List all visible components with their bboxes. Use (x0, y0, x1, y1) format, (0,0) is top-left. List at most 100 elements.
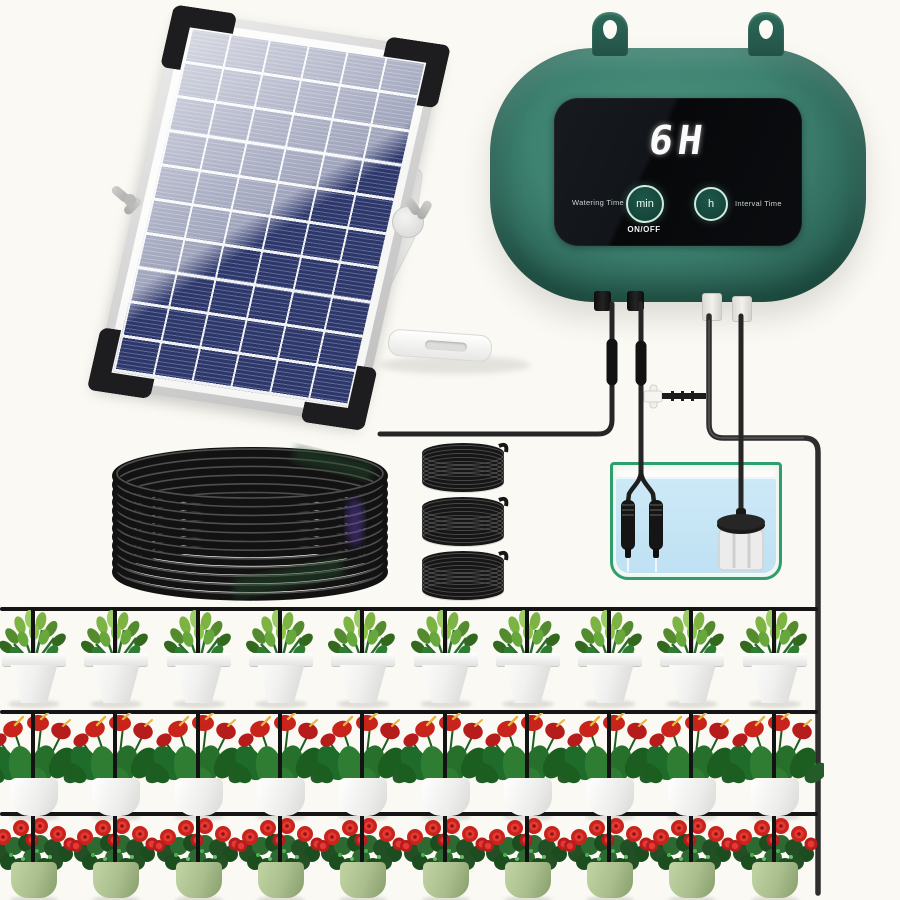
tube-fitting (643, 384, 706, 409)
drip-stake (113, 710, 118, 790)
pot-shadow (421, 896, 470, 900)
flower-pot (504, 862, 551, 898)
potted-plant (314, 710, 413, 821)
drip-stake (113, 607, 118, 673)
potted-plant (396, 710, 495, 821)
drip-stake (360, 812, 365, 882)
potted-plant (152, 812, 242, 900)
cable-gland (594, 291, 611, 311)
hanging-hole (603, 20, 617, 39)
drip-stake (31, 710, 35, 790)
tube-highlight (708, 320, 804, 439)
watering-time-label: Watering Time (572, 198, 624, 207)
drip-stake (277, 607, 282, 673)
flower-pot (495, 653, 560, 703)
controller-display: 6H Watering Time min ON/OFF h Interval T… (554, 98, 802, 246)
potted-plant (734, 607, 816, 708)
hour-button-label: h (707, 198, 715, 210)
wing-screw-hub (124, 194, 136, 206)
flower-pot (578, 653, 643, 703)
flower-pot (84, 653, 149, 703)
pot-shadow (337, 700, 390, 708)
flower-pot (2, 653, 66, 703)
pot-shadow (584, 700, 637, 708)
pot-shadow (668, 896, 717, 900)
potted-plant (158, 607, 240, 708)
hose-connector (702, 293, 722, 321)
flower-pot (174, 778, 223, 816)
drip-stake (360, 710, 365, 790)
pot-shadow (174, 896, 223, 900)
potted-plant (643, 710, 742, 821)
flower-pot (93, 862, 140, 898)
main-tubing-coil (112, 444, 388, 601)
drip-stake (113, 812, 118, 882)
drip-stake (607, 710, 612, 790)
flower-pot (92, 778, 141, 816)
potted-plant (75, 607, 157, 708)
flower-pot (257, 862, 304, 898)
garden-row-anthurium (0, 710, 900, 821)
potted-plant (405, 607, 487, 708)
drip-stake (524, 812, 529, 882)
water-tank (610, 462, 782, 580)
flower-pot (175, 862, 222, 898)
drip-stake (31, 607, 35, 673)
flower-pot (422, 862, 469, 898)
hanging-hole (759, 20, 773, 39)
drip-stake (442, 812, 447, 882)
drip-stake (607, 607, 612, 673)
potted-plant (67, 710, 166, 821)
display-value: 6H (645, 118, 711, 164)
flower-pot (586, 778, 635, 816)
drip-stake (607, 812, 612, 882)
flower-pot (340, 862, 387, 898)
drip-line (0, 812, 818, 816)
min-button[interactable]: min (626, 185, 664, 223)
drip-stake (524, 607, 529, 673)
flower-pot (256, 778, 305, 816)
drip-stake (195, 812, 200, 882)
hanging-tab (592, 12, 628, 56)
pot-shadow (503, 896, 552, 900)
drip-stake (689, 710, 694, 790)
flower-pot (750, 778, 799, 816)
pot-shadow (339, 896, 388, 900)
potted-plant (399, 812, 488, 900)
flower-pot (669, 862, 716, 898)
water (616, 479, 776, 573)
drip-stake (360, 607, 365, 673)
irrigation-timer-controller: 6H Watering Time min ON/OFF h Interval T… (490, 12, 866, 322)
potted-plant (481, 812, 571, 900)
drip-stake (524, 710, 529, 790)
flower-pot (413, 653, 478, 703)
hanging-tab (748, 12, 784, 56)
potted-plant (569, 607, 651, 708)
pot-shadow (586, 896, 635, 900)
min-button-label: min (636, 198, 654, 210)
pot-shadow (172, 700, 225, 708)
flower-pot (668, 778, 717, 816)
potted-plant (317, 812, 406, 900)
flower-pot (503, 778, 552, 816)
potted-plant (322, 607, 404, 708)
flower-pot (331, 653, 396, 703)
flower-pot (11, 862, 57, 898)
on-off-label: ON/OFF (627, 225, 661, 234)
flower-pot (660, 653, 725, 703)
potted-plant (0, 710, 83, 821)
pot-shadow (501, 700, 554, 708)
flower-pot (751, 862, 798, 898)
potted-plant (728, 812, 818, 900)
pot-shadow (92, 896, 141, 900)
pot-shadow (90, 700, 143, 708)
cable-gland (627, 291, 644, 311)
hour-button[interactable]: h (694, 187, 728, 221)
potted-plant (0, 812, 77, 900)
drip-line (0, 607, 818, 611)
garden-row-jade (0, 607, 900, 708)
drip-line (0, 710, 818, 714)
potted-plant (478, 710, 577, 821)
flower-pot (587, 862, 634, 898)
